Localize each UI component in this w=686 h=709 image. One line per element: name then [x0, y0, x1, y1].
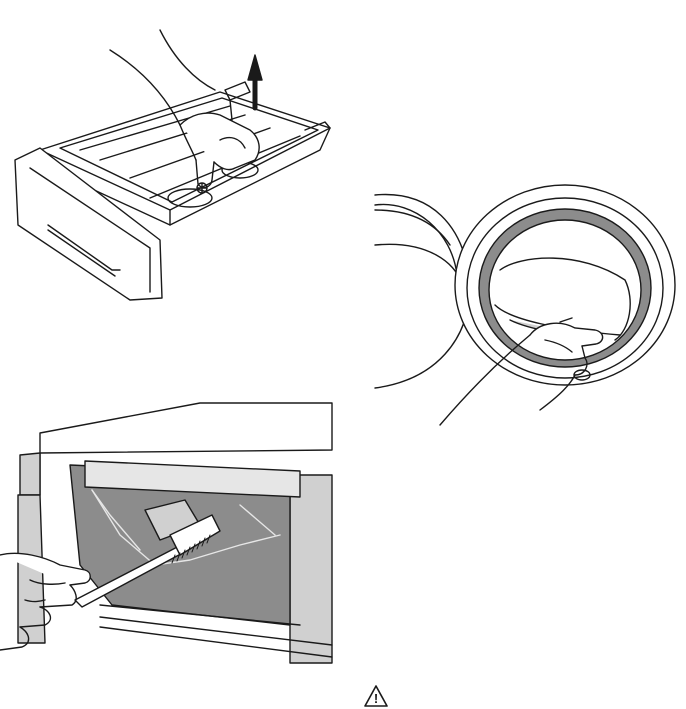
warning-symbol: ! — [374, 691, 378, 706]
door-seal-cleaning-illustration — [360, 170, 686, 440]
warning-triangle-icon: ! — [363, 684, 389, 708]
drawer-recess-brushing-illustration — [0, 395, 345, 670]
drawer-removal-illustration — [0, 20, 345, 320]
